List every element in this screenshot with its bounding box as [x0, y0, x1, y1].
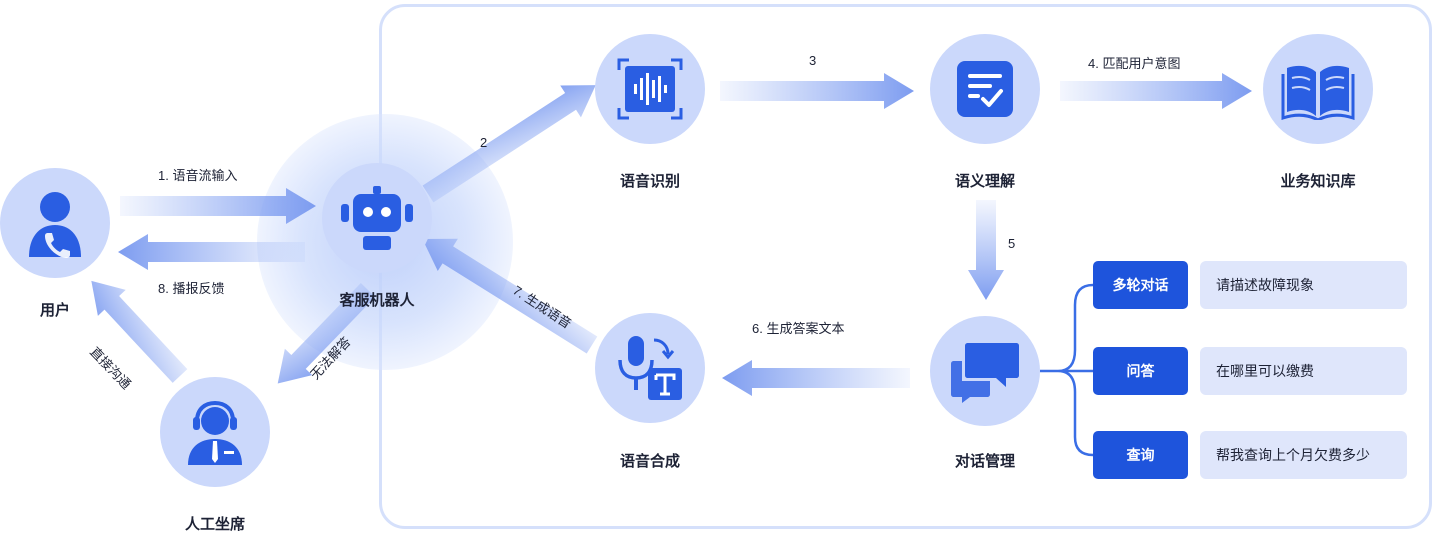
- dm-connector-lines: [1040, 283, 1094, 457]
- dm-label: 对话管理: [954, 453, 1015, 470]
- arrow-direct: [91, 280, 188, 383]
- example-multi-turn: 请描述故障现象: [1200, 261, 1407, 309]
- edge-label-3: 3: [809, 53, 817, 68]
- nlu-node: [930, 34, 1040, 144]
- arrow-no-answer: [277, 283, 376, 384]
- asr-node: [595, 34, 705, 144]
- open-book-icon: [1281, 65, 1355, 120]
- edge-label-4: 4. 匹配用户意图: [1088, 56, 1181, 71]
- arrow-4: [1060, 73, 1252, 109]
- edge-label-8: 8. 播报反馈: [158, 281, 225, 296]
- tts-label: 语音合成: [619, 453, 680, 470]
- sound-wave-icon: [617, 58, 683, 120]
- tag-query: 查询: [1093, 431, 1188, 479]
- headset-agent-icon: [188, 400, 242, 465]
- agent-label: 人工坐席: [184, 516, 245, 533]
- phone-user-icon: [29, 192, 81, 258]
- dm-node: [930, 316, 1040, 426]
- check-list-icon: [957, 61, 1013, 117]
- tag-qa: 问答: [1093, 347, 1188, 395]
- asr-label: 语音识别: [619, 173, 680, 190]
- edge-label-6: 6. 生成答案文本: [752, 321, 845, 336]
- agent-node: [160, 377, 270, 487]
- arrow-8: [118, 234, 305, 270]
- kb-node: [1263, 34, 1373, 144]
- arrow-3: [720, 73, 914, 109]
- nlu-label: 语义理解: [954, 173, 1015, 190]
- arrow-5: [968, 200, 1004, 300]
- kb-label: 业务知识库: [1280, 173, 1356, 190]
- example-qa: 在哪里可以缴费: [1200, 347, 1407, 395]
- arrow-2: [422, 85, 596, 203]
- robot-icon: [341, 186, 413, 250]
- edge-label-5: 5: [1008, 236, 1016, 251]
- chat-bubbles-icon: [951, 343, 1019, 403]
- user-node: [0, 168, 110, 278]
- user-label: 用户: [39, 302, 70, 319]
- tts-node: [595, 313, 705, 423]
- example-query: 帮我查询上个月欠费多少: [1200, 431, 1407, 479]
- mic-text-icon: [618, 336, 682, 400]
- robot-label: 客服机器人: [339, 292, 415, 309]
- tag-multi-turn: 多轮对话: [1093, 261, 1188, 309]
- edge-label-1: 1. 语音流输入: [158, 168, 238, 183]
- robot-node: [322, 163, 432, 273]
- arrow-6: [722, 360, 910, 396]
- arrow-7: [422, 238, 598, 354]
- edge-label-2: 2: [480, 135, 488, 150]
- arrow-1: [120, 188, 316, 224]
